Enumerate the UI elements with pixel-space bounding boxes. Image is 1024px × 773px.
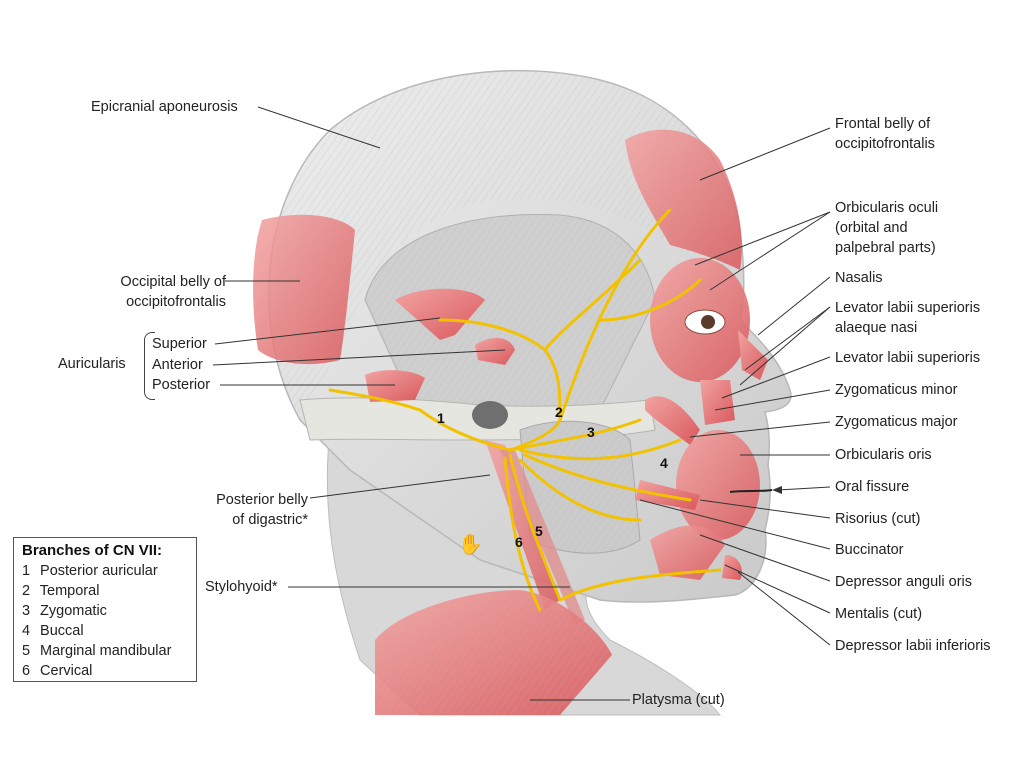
label-depressor-labii-inferioris: Depressor labii inferioris — [835, 638, 991, 654]
legend-item-label: Posterior auricular — [40, 563, 158, 579]
oral-fissure-arrow — [777, 486, 831, 491]
auricularis-bracket — [144, 332, 155, 400]
label-zygomaticus-major: Zygomaticus major — [835, 414, 958, 430]
branch-number-5: 5 — [535, 523, 543, 539]
label-frontal-belly: Frontal belly of occipitofrontalis — [835, 114, 935, 154]
legend-item-number: 3 — [22, 603, 31, 619]
label-buccinator: Buccinator — [835, 542, 904, 558]
branch-number-4: 4 — [660, 455, 668, 471]
label-auricularis-superior: Superior — [152, 336, 207, 352]
branches-legend: Branches of CN VII: 1 Posterior auricula… — [13, 537, 197, 682]
label-frontal-belly-line2: occipitofrontalis — [835, 136, 935, 152]
label-occipital-belly-line2: occipitofrontalis — [126, 294, 226, 310]
oral-fissure-line — [729, 489, 773, 493]
label-depressor-anguli-oris: Depressor anguli oris — [835, 574, 973, 590]
label-platysma: Platysma (cut) — [632, 692, 725, 708]
frontal-belly-muscle — [625, 129, 742, 270]
legend-item-number: 4 — [22, 623, 31, 639]
legend-item-number: 6 — [22, 663, 31, 679]
label-llsan-line2: alaeque nasi — [835, 320, 918, 336]
legend-item-label: Marginal mandibular — [40, 643, 172, 659]
levator-labii-muscle — [700, 380, 735, 425]
legend-item: 6 Cervical — [22, 661, 188, 681]
label-auricularis-posterior: Posterior — [152, 377, 211, 393]
label-llsan-line1: Levator labii superioris — [835, 300, 981, 316]
label-levator-labii-alaeque: Levator labii superioris alaeque nasi — [835, 298, 980, 338]
label-nasalis: Nasalis — [835, 270, 883, 286]
legend-item: 2 Temporal — [22, 581, 188, 601]
legend-item: 5 Marginal mandibular — [22, 641, 188, 661]
digastric-muscle — [485, 440, 560, 610]
legend-item-number: 1 — [22, 563, 31, 579]
auricularis-superior-muscle — [395, 288, 485, 340]
occipital-belly-muscle — [253, 214, 355, 365]
label-orbicularis-oris: Orbicularis oris — [835, 447, 932, 463]
legend-item-number: 5 — [22, 643, 31, 659]
label-occipital-belly: Occipital belly of occipitofrontalis — [60, 272, 226, 312]
depressor-anguli-muscle — [650, 525, 725, 580]
leader-lines — [212, 106, 831, 701]
legend-item-label: Cervical — [40, 663, 93, 679]
label-auricularis-anterior: Anterior — [152, 357, 203, 373]
legend-title: Branches of CN VII: — [22, 542, 163, 559]
label-frontal-belly-line1: Frontal belly of — [835, 116, 931, 132]
label-oral-fissure: Oral fissure — [835, 479, 910, 495]
label-epicranial-aponeurosis: Epicranial aponeurosis — [91, 99, 238, 115]
legend-item-label: Temporal — [39, 583, 100, 599]
facial-nerve-branches — [328, 208, 722, 612]
label-posterior-belly-digastric: Posterior belly of digastric* — [150, 490, 308, 530]
orbicularis-oris-muscle — [676, 430, 760, 540]
label-levator-labii-superioris: Levator labii superioris — [835, 350, 981, 366]
auricularis-anterior-muscle — [475, 338, 515, 365]
legend-item-label: Buccal — [40, 623, 84, 639]
label-orbicularis-oculi-line1: Orbicularis oculi — [835, 200, 939, 216]
legend-item-number: 2 — [22, 583, 31, 599]
label-orbicularis-oculi-line2: (orbital and — [835, 220, 908, 236]
branch-number-1: 1 — [437, 410, 445, 426]
branch-number-3: 3 — [587, 424, 595, 440]
legend-item: 3 Zygomatic — [22, 601, 188, 621]
label-mentalis: Mentalis (cut) — [835, 606, 923, 622]
zygomaticus-muscle — [645, 396, 700, 445]
branch-number-6: 6 — [515, 534, 523, 550]
label-orbicularis-oculi: Orbicularis oculi (orbital and palpebral… — [835, 198, 938, 258]
legend-item: 1 Posterior auricular — [22, 561, 188, 581]
label-posterior-belly-line2: of digastric* — [232, 512, 308, 528]
label-posterior-belly-line1: Posterior belly — [216, 492, 308, 508]
label-auricularis: Auricularis — [58, 356, 126, 372]
label-orbicularis-oculi-line3: palpebral parts) — [835, 240, 936, 256]
mentalis-muscle — [722, 555, 742, 580]
label-risorius: Risorius (cut) — [835, 511, 921, 527]
branch-number-2: 2 — [555, 404, 563, 420]
ear-canal — [472, 401, 508, 429]
legend-item: 4 Buccal — [22, 621, 188, 641]
label-occipital-belly-line1: Occipital belly of — [120, 274, 226, 290]
label-stylohyoid: Stylohyoid* — [205, 579, 278, 595]
label-zygomaticus-minor: Zygomaticus minor — [835, 382, 958, 398]
legend-item-label: Zygomatic — [40, 603, 107, 619]
hand-cursor-icon: ✋ — [458, 534, 483, 556]
auricularis-posterior-muscle — [365, 370, 425, 402]
